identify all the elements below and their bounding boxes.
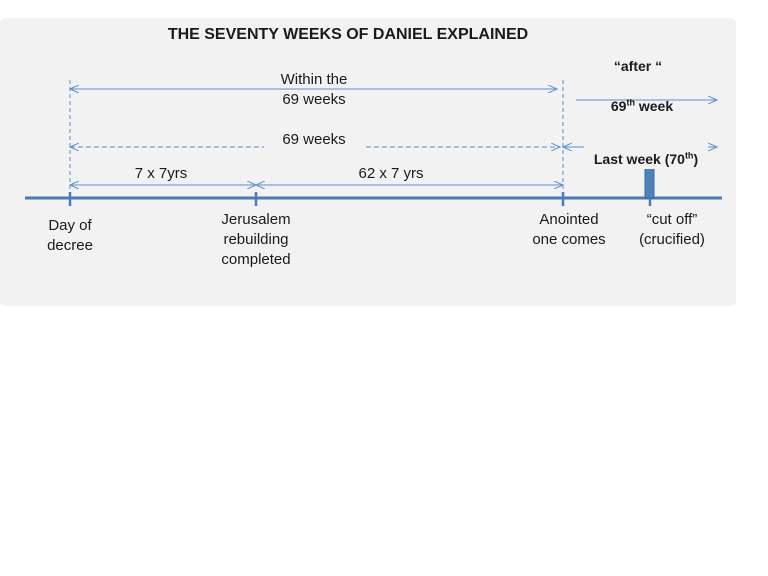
diagram-title: THE SEVENTY WEEKS OF DANIEL EXPLAINED	[167, 26, 529, 43]
sixty-nine-weeks-label: 69 weeks	[264, 130, 364, 150]
point-label-jerusalem: Jerusalem rebuilding completed	[221, 211, 291, 268]
sixty-two-sevens-label: 62 x 7 yrs	[358, 165, 424, 182]
after-69th-week-label: 69th week	[582, 76, 702, 116]
seven-sevens-label: 7 x 7yrs	[134, 165, 188, 182]
point-label-cut-off: “cut off” (crucified)	[639, 211, 705, 248]
after-69th-week-word: week	[634, 98, 674, 114]
last-week-superscript: th	[684, 150, 694, 161]
point-label-decree: Day of decree	[47, 217, 93, 254]
last-week-text: Last week (70	[593, 151, 685, 167]
last-week-close: )	[693, 151, 699, 167]
after-label: “after “	[613, 58, 663, 74]
last-week-label: Last week (70th)	[584, 129, 708, 169]
after-69th-superscript: th	[626, 97, 635, 108]
after-69th-number: 69	[610, 98, 627, 114]
within-69-weeks-label: Within the 69 weeks	[280, 71, 348, 108]
point-label-anointed: Anointed one comes	[532, 211, 606, 248]
